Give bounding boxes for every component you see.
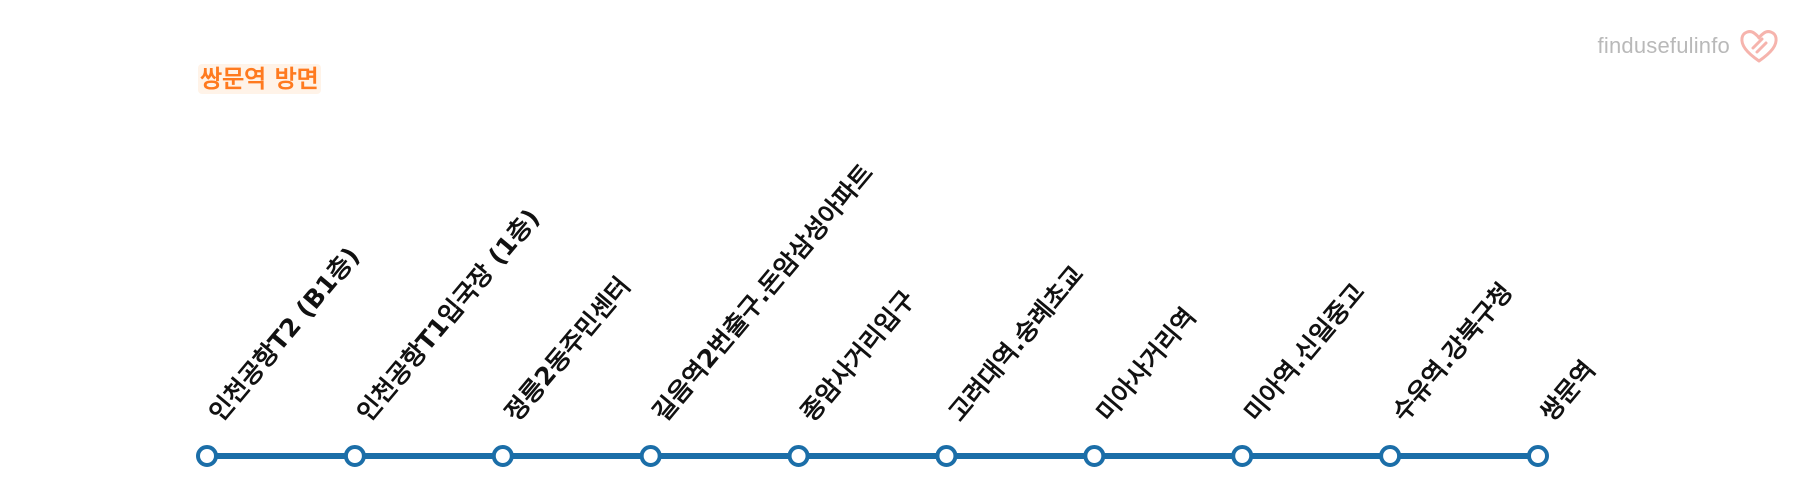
link-heart-icon bbox=[1740, 30, 1778, 63]
stop-label: 고려대역.숭례초교 bbox=[943, 260, 1090, 427]
stop-label: 미아역.신일중고 bbox=[1239, 278, 1371, 427]
direction-label: 쌍문역 방면 bbox=[198, 64, 321, 94]
stop-marker bbox=[639, 445, 662, 467]
stop-marker bbox=[1083, 445, 1106, 467]
stop-label: 쌍문역 bbox=[1534, 355, 1601, 427]
brand-watermark: findusefulinfo bbox=[1598, 28, 1780, 64]
stop-marker bbox=[1379, 445, 1402, 467]
stop-label: 미아사거리역 bbox=[1091, 302, 1202, 426]
stop-marker bbox=[491, 445, 514, 467]
stop-marker bbox=[1527, 445, 1549, 467]
stop-marker bbox=[343, 445, 366, 467]
stop-marker bbox=[1231, 445, 1254, 467]
stop-label: 수유역.강북구청 bbox=[1386, 278, 1518, 427]
stop-marker bbox=[935, 445, 958, 467]
stop-marker bbox=[787, 445, 810, 467]
stop-label: 인천공항T2 (B1층) bbox=[203, 242, 365, 427]
stop-marker bbox=[196, 445, 218, 467]
watermark-text: findusefulinfo bbox=[1597, 33, 1730, 58]
stop-label: 정릉2동주민센터 bbox=[499, 272, 636, 427]
stop-label: 종암사거리입구 bbox=[795, 285, 921, 427]
